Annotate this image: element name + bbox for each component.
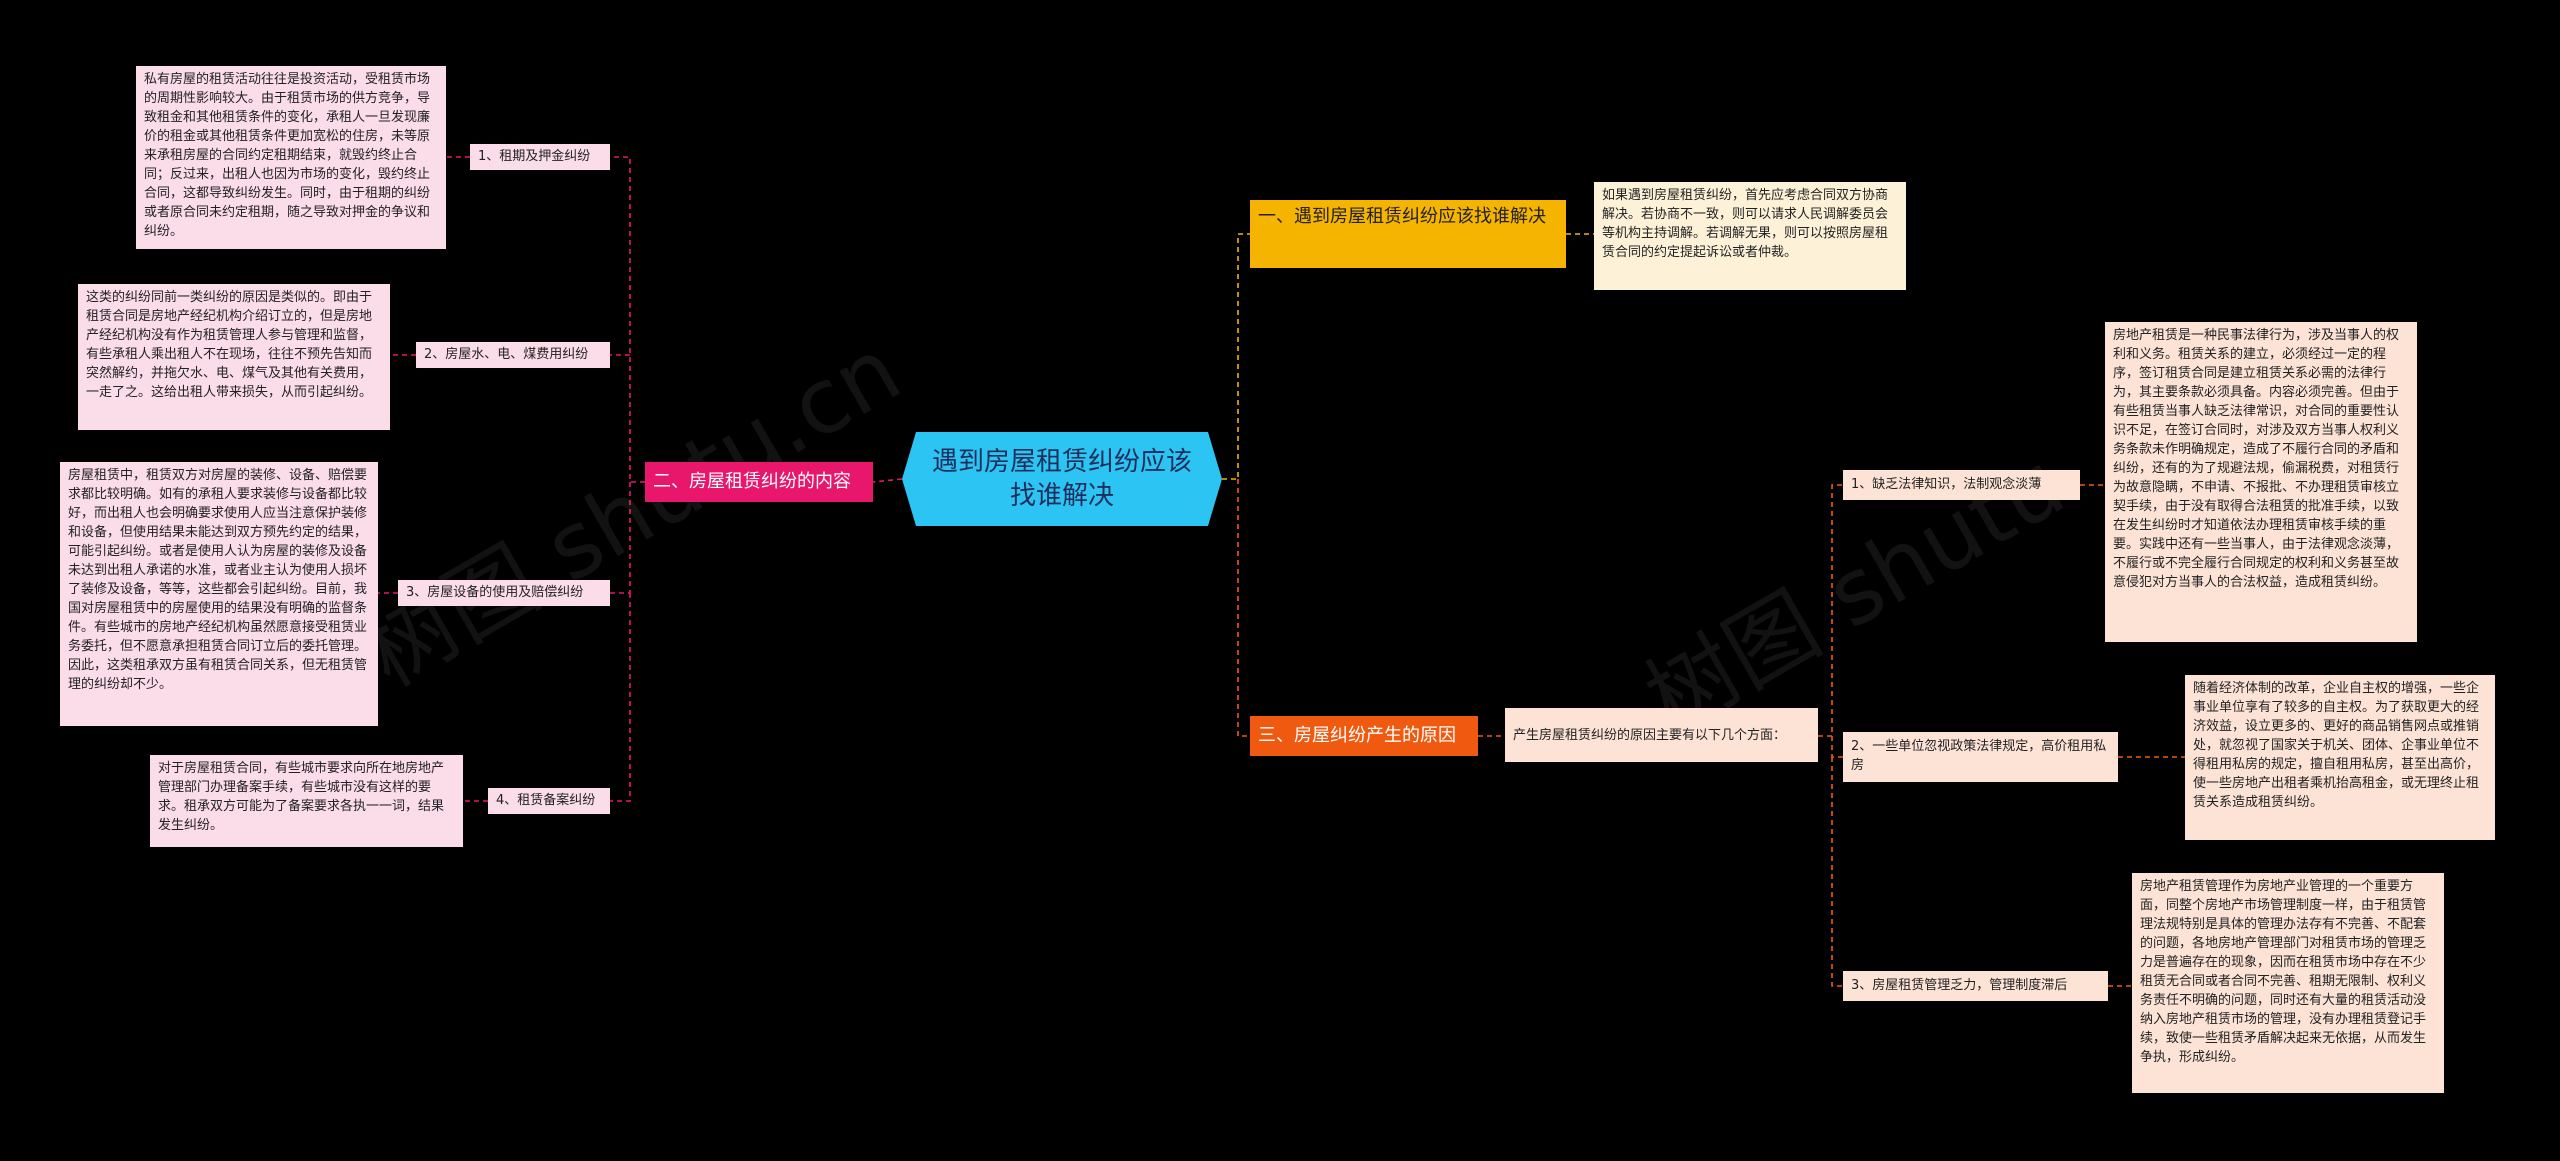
branch-who-to-resolve[interactable]: 一、遇到房屋租赁纠纷应该找谁解决 [1250, 200, 1566, 268]
cause-text-high-rent: 随着经济体制的改革，企业自主权的增强，一些企事业单位享有了较多的自主权。为了获取… [2185, 675, 2495, 840]
branch-dispute-causes[interactable]: 三、房屋纠纷产生的原因 [1250, 716, 1478, 756]
cause-item-high-rent[interactable]: 2、一些单位忽视政策法律规定，高价租用私房 [1843, 732, 2118, 782]
central-topic[interactable]: 遇到房屋租赁纠纷应该找谁解决 [902, 432, 1222, 526]
left-item-equipment[interactable]: 3、房屋设备的使用及赔偿纠纷 [398, 580, 610, 606]
cause-text-legal-knowledge: 房地产租赁是一种民事法律行为，涉及当事人的权利和义务。租赁关系的建立，必须经过一… [2105, 322, 2417, 642]
left-item-utilities[interactable]: 2、房屋水、电、煤费用纠纷 [416, 342, 610, 368]
causes-intro: 产生房屋租赁纠纷的原因主要有以下几个方面： [1505, 708, 1818, 762]
cause-text-weak-management: 房地产租赁管理作为房地产业管理的一个重要方面，同整个房地产市场管理制度一样，由于… [2132, 873, 2444, 1093]
left-text-equipment: 房屋租赁中，租赁双方对房屋的装修、设备、赔偿要求都比较明确。如有的承租人要求装修… [60, 462, 378, 726]
left-text-utilities: 这类的纠纷同前一类纠纷的原因是类似的。即由于租赁合同是房地产经纪机构介绍订立的，… [78, 284, 390, 430]
left-text-filing: 对于房屋租赁合同，有些城市要求向所在地房地产管理部门办理备案手续，有些城市没有这… [150, 755, 463, 847]
cause-item-weak-management[interactable]: 3、房屋租赁管理乏力，管理制度滞后 [1843, 971, 2108, 1001]
cause-item-legal-knowledge[interactable]: 1、缺乏法律知识，法制观念淡薄 [1843, 470, 2080, 500]
left-text-lease-deposit: 私有房屋的租赁活动往往是投资活动，受租赁市场的周期性影响较大。由于租赁市场的供方… [136, 66, 446, 249]
branch-dispute-content[interactable]: 二、房屋租赁纠纷的内容 [645, 462, 873, 502]
right-text-resolution: 如果遇到房屋租赁纠纷，首先应考虑合同双方协商解决。若协商不一致，则可以请求人民调… [1594, 182, 1906, 290]
left-item-filing[interactable]: 4、租赁备案纠纷 [488, 788, 610, 814]
left-item-lease-deposit[interactable]: 1、租期及押金纠纷 [470, 144, 610, 170]
